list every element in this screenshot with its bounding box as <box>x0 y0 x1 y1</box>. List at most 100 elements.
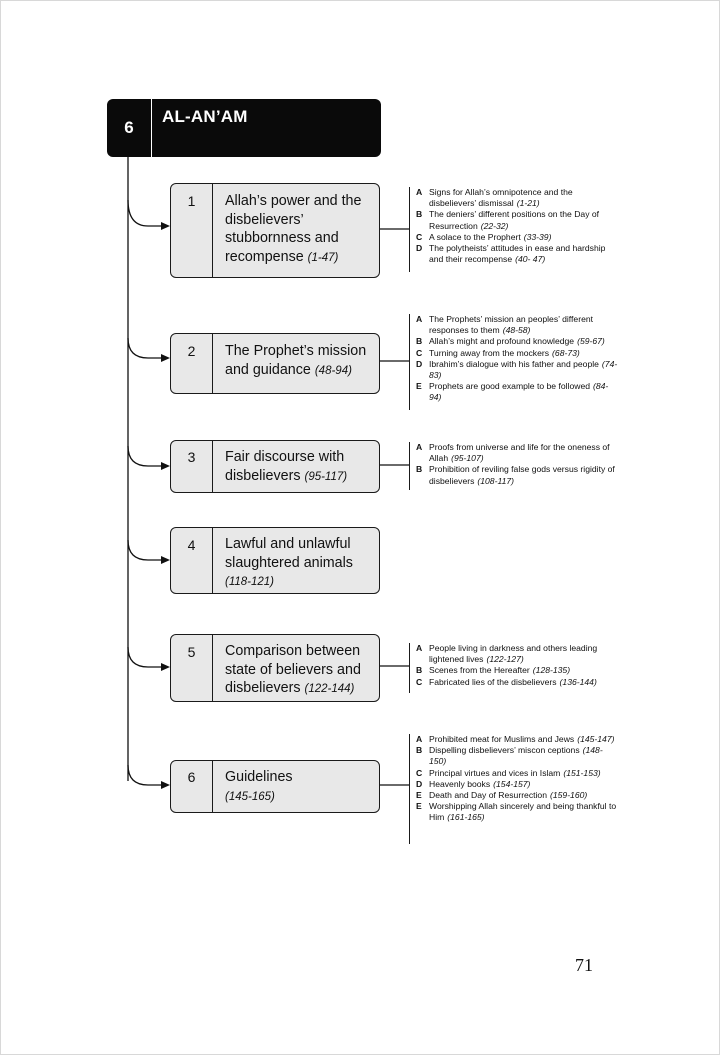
subtopic-range: (136-144) <box>559 676 597 687</box>
branch-2 <box>127 337 170 362</box>
subtopic-range: (74-83) <box>429 358 618 381</box>
subtopic-letter: C <box>416 676 423 687</box>
subtopics-1: A Signs for Allah’s omnipotence and the d… <box>409 187 619 272</box>
subtopic-range: (95-107) <box>451 453 484 464</box>
section-title-text: Guidelines <box>225 769 293 785</box>
subtopic-range: (122-127) <box>486 654 524 665</box>
subtopic-item: D The polytheists’ attitudes in ease and … <box>416 243 619 265</box>
subtopic-range: (151-153) <box>563 767 601 778</box>
subtopic-letter: A <box>416 734 423 744</box>
subtopic-text: Scenes from the Hereafter <box>429 665 530 676</box>
section-box-4: 4 Lawful and unlawful slaughtered animal… <box>170 527 380 594</box>
box-divider <box>212 761 213 812</box>
subtopic-item: E Prophets are good example to be followe… <box>416 381 619 403</box>
box-divider <box>212 184 213 277</box>
subtopic-range: (128-135) <box>532 665 571 676</box>
branch-6 <box>127 764 170 789</box>
section-title-text: Allah’s power and the disbelievers’ stub… <box>225 193 362 265</box>
subtopic-letter: A <box>416 314 423 324</box>
chapter-number: 6 <box>124 118 134 137</box>
section-number: 2 <box>187 343 196 359</box>
subtopic-item: B The deniers’ different positions on the… <box>416 209 619 231</box>
section-number: 5 <box>187 644 196 660</box>
subtopic-text: A solace to the Prophert <box>429 231 521 242</box>
subtopic-item: A The Prophets’ mission an peoples’ diffe… <box>416 314 619 336</box>
subtopic-letter: A <box>416 643 423 653</box>
subtopic-letter: C <box>416 347 423 358</box>
subtopic-range: (159-160) <box>550 790 588 801</box>
subtopic-text: Signs for Allah’s omnipotence and the di… <box>429 187 573 209</box>
subtopic-range: (59-67) <box>577 336 605 347</box>
subtopic-range: (145-147) <box>577 734 615 744</box>
section-box-5: 5 Comparison between state of believers … <box>170 634 380 702</box>
subtopic-letter: E <box>416 381 422 392</box>
subtopic-item: D Ibrahim’s dialogue with his father and … <box>416 359 619 381</box>
subtopic-letter: A <box>416 442 423 452</box>
branch-3 <box>127 445 170 470</box>
subtopic-item: C A solace to the Prophert(33-39) <box>416 232 619 243</box>
subtopic-range: (1-21) <box>516 198 540 209</box>
subtopic-range: (22-32) <box>480 220 509 231</box>
subtopic-text: The Prophets’ mission an peoples’ differ… <box>429 314 594 336</box>
chapter-header: 6 AL-AN’AM <box>107 99 381 157</box>
subtopic-text: Prophets are good example to be followed <box>429 381 590 392</box>
section-range: (122-144) <box>304 683 355 695</box>
subtopic-text: Dispelling disbelievers’ miscon ceptions <box>429 745 580 756</box>
subtopic-text: The polytheists’ attitudes in ease and h… <box>429 243 606 265</box>
section-number: 4 <box>187 537 196 553</box>
subtopic-letter: D <box>416 243 423 254</box>
subtopic-text: Principal virtues and vices in Islam <box>429 767 561 778</box>
section-title-text: Fair discourse with disbelievers <box>225 449 345 484</box>
subtopic-text: People living in darkness and others lea… <box>429 643 598 665</box>
subtopic-letter: B <box>416 464 423 475</box>
subtopic-range: (68-73) <box>552 347 580 358</box>
subtopic-item: C Fabricated lies of the disbelievers(136… <box>416 677 619 688</box>
subtopics-2: A The Prophets’ mission an peoples’ diffe… <box>409 314 619 410</box>
subtopic-text: Prohibition of reviling false gods versu… <box>429 464 615 486</box>
subtopic-text: Fabricated lies of the disbelievers <box>429 676 557 687</box>
subtopic-text: Ibrahim’s dialogue with his father and p… <box>429 358 599 369</box>
subtopic-letter: B <box>416 209 423 220</box>
branch-5 <box>127 646 170 671</box>
subtopic-letter: E <box>416 790 422 801</box>
subtopic-letter: D <box>416 358 423 369</box>
section-title: Lawful and unlawful slaughtered animals … <box>225 535 373 592</box>
subtopic-text: Heavenly books <box>429 778 491 789</box>
subtopic-range: (84-94) <box>429 381 609 403</box>
section-title-text: The Prophet’s mission and guidance <box>225 343 367 378</box>
section-number: 3 <box>187 449 196 465</box>
page-number: 71 <box>575 955 593 975</box>
section-box-2: 2 The Prophet’s mission and guidance (48… <box>170 333 380 394</box>
section-range: (145-165) <box>225 790 275 803</box>
section-range: (48-94) <box>314 364 352 377</box>
subtopic-letter: A <box>416 187 423 197</box>
subtopic-item: C Turning away from the mockers(68-73) <box>416 348 619 359</box>
subtopic-text: The deniers’ different positions on the … <box>429 209 600 231</box>
section-range: (95-117) <box>304 470 348 483</box>
section-range: (118-121) <box>225 576 275 588</box>
subtopic-text: Turning away from the mockers <box>429 347 550 358</box>
box-divider <box>212 334 213 393</box>
subtopic-letter: B <box>416 336 423 347</box>
section-title: Fair discourse with disbelievers (95-117… <box>225 448 373 486</box>
section-title-text: Lawful and unlawful slaughtered animals <box>225 536 353 571</box>
section-range: (1-47) <box>307 251 339 264</box>
box-divider <box>212 635 213 701</box>
subtopic-range: (33-39) <box>523 231 552 242</box>
subtopic-letter: D <box>416 778 423 789</box>
subtopic-item: A Signs for Allah’s omnipotence and the d… <box>416 187 619 209</box>
subtopic-letter: C <box>416 231 423 242</box>
box-divider <box>212 441 213 492</box>
subtopics-5: A People living in darkness and others le… <box>409 643 619 693</box>
subtopic-item: B Prohibition of reviling false gods vers… <box>416 464 619 486</box>
